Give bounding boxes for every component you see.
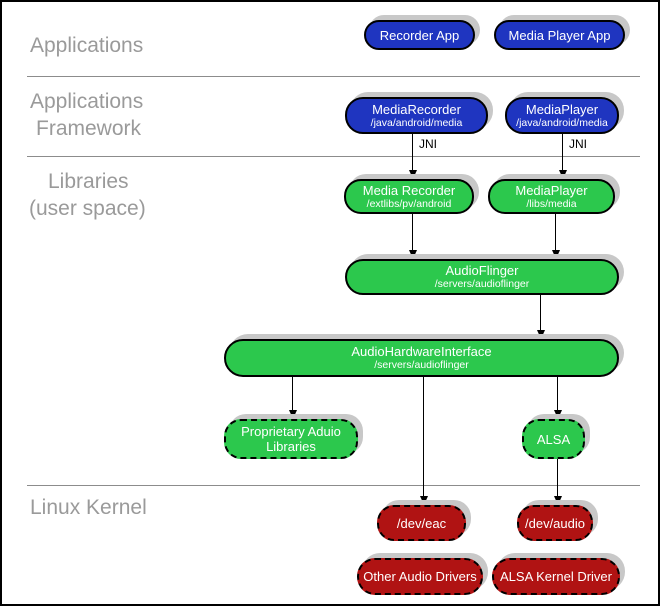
node-media-recorder-lib: Media Recorder /extlibs/pv/android <box>344 179 474 214</box>
node-title: MediaPlayer <box>525 101 599 117</box>
node-alsa: ALSA <box>522 419 585 459</box>
arrowhead-icon <box>420 496 428 505</box>
layer-label-framework-line1: Applications <box>30 90 144 113</box>
arrowhead-icon <box>409 250 417 259</box>
node-title: ALSA Kernel Driver <box>500 569 612 584</box>
node-dev-audio: /dev/audio <box>517 505 593 541</box>
edge-ahi-to-proprietary <box>292 377 293 419</box>
edge-mediaplayer-fw-to-lib <box>562 134 563 179</box>
node-alsa-kernel-driver: ALSA Kernel Driver <box>492 558 620 595</box>
node-title: /dev/audio <box>525 515 585 531</box>
node-other-audio-drivers: Other Audio Drivers <box>357 558 483 595</box>
node-proprietary-audio-libraries: Proprietary Aduio Libraries <box>224 419 358 459</box>
edge-ahi-to-alsa <box>557 377 558 419</box>
node-title: Media Recorder <box>362 182 456 198</box>
node-title: Media Player App <box>508 27 611 43</box>
node-mediaplayer-framework: MediaPlayer /java/android/media <box>505 97 619 134</box>
edge-mediarecorder-fw-to-lib <box>412 134 413 179</box>
node-subtitle: /servers/audioflinger <box>434 278 530 290</box>
node-subtitle: /extlibs/pv/android <box>366 197 452 210</box>
layer-label-libraries-line1: Libraries <box>48 170 129 193</box>
node-subtitle: Libraries <box>266 439 316 454</box>
separator-framework-libraries <box>27 156 640 157</box>
edge-alsa-to-dev-audio <box>557 459 558 505</box>
arrowhead-icon <box>289 410 297 419</box>
node-mediarecorder-framework: MediaRecorder /java/android/media <box>345 97 488 134</box>
node-title: MediaPlayer <box>515 182 588 198</box>
node-title: Other Audio Drivers <box>363 569 477 584</box>
layer-label-applications: Applications <box>30 34 144 57</box>
node-title: AudioFlinger <box>445 263 519 278</box>
layer-label-framework-line2: Framework <box>36 117 142 140</box>
arrowhead-icon <box>554 410 562 419</box>
arrowhead-icon <box>537 330 545 339</box>
edge-audioflinger-to-ahi <box>540 295 541 339</box>
node-subtitle: /libs/media <box>526 197 577 210</box>
arrowhead-icon <box>552 250 560 259</box>
node-recorder-app: Recorder App <box>364 20 475 50</box>
node-media-player-app: Media Player App <box>494 20 625 50</box>
node-subtitle: /java/android/media <box>516 116 608 129</box>
arrowhead-icon <box>559 170 567 179</box>
node-title: Recorder App <box>379 27 460 43</box>
jni-label-left: JNI <box>419 137 437 151</box>
node-subtitle: /servers/audioflinger <box>374 359 469 371</box>
separator-applications-framework <box>27 76 640 77</box>
node-subtitle: /java/android/media <box>370 116 463 129</box>
node-title: AudioHardwareInterface <box>351 344 492 359</box>
edge-ahi-to-dev-eac <box>423 377 424 505</box>
arrowhead-icon <box>409 170 417 179</box>
node-mediaplayer-lib: MediaPlayer /libs/media <box>488 179 615 214</box>
node-title: /dev/eac <box>396 515 447 531</box>
node-dev-eac: /dev/eac <box>377 505 466 541</box>
node-title: Proprietary Aduio <box>241 424 341 439</box>
node-title: MediaRecorder <box>372 101 461 117</box>
node-title: ALSA <box>536 431 571 447</box>
layer-label-linux-kernel: Linux Kernel <box>30 496 147 519</box>
node-audioflinger: AudioFlinger /servers/audioflinger <box>345 259 619 295</box>
node-audio-hardware-interface: AudioHardwareInterface /servers/audiofli… <box>224 339 619 377</box>
edge-mediaplayer-lib-to-audioflinger <box>555 214 556 259</box>
arrowhead-icon <box>554 496 562 505</box>
separator-libraries-kernel <box>27 485 640 486</box>
layer-label-libraries-line2: (user space) <box>29 197 146 220</box>
edge-mediarecorder-lib-to-audioflinger <box>412 214 413 259</box>
jni-label-right: JNI <box>569 137 587 151</box>
layer-label-libraries: Libraries (user space) <box>29 168 146 222</box>
